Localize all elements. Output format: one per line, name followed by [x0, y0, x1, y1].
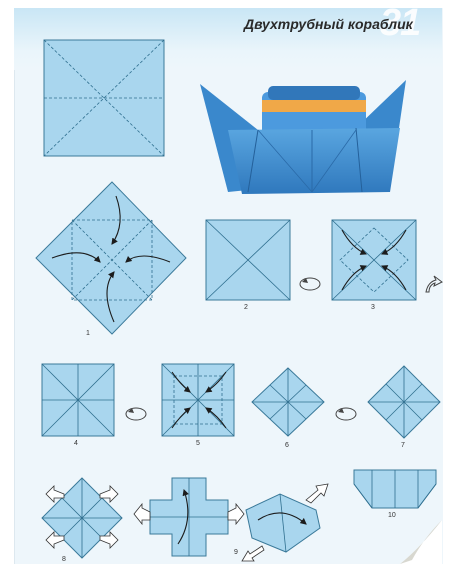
diagram-step-1 [36, 182, 186, 334]
flip-icon [300, 278, 320, 290]
step-label-4: 4 [74, 440, 78, 447]
diagram-step-7 [368, 366, 440, 438]
diagram-step-8 [42, 478, 122, 558]
step-label-7: 7 [401, 442, 405, 449]
diagram-step-9 [134, 478, 328, 561]
step-label-1: 1 [86, 330, 90, 337]
diagram-step-3 [332, 220, 416, 300]
diagram-step-2 [206, 220, 290, 300]
flip-icon-2 [126, 408, 146, 420]
step-label-2: 2 [244, 304, 248, 311]
turn-arrow-icon [426, 276, 442, 292]
step-label-6: 6 [285, 442, 289, 449]
step-label-9: 9 [234, 549, 238, 556]
flip-icon-3 [336, 408, 356, 420]
finished-boat-image [200, 80, 406, 194]
step-label-5: 5 [196, 440, 200, 447]
diagram-step-6 [252, 368, 324, 436]
page-curl [400, 520, 442, 564]
step-label-10: 10 [388, 512, 396, 519]
diagram-step-10 [354, 470, 436, 508]
step-label-8: 8 [62, 556, 66, 563]
diagram-step-5 [162, 364, 234, 436]
diagram-step-4 [42, 364, 114, 436]
diagram-base-square [44, 40, 164, 156]
step-label-3: 3 [371, 304, 375, 311]
